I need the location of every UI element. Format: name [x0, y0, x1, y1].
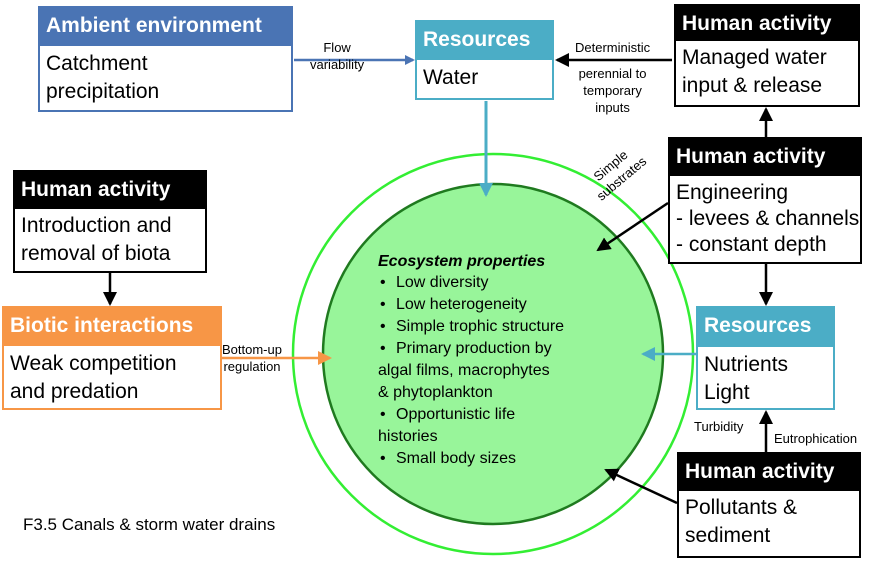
property-line: Low heterogeneity [396, 296, 527, 313]
biota-line: removal of biota [21, 242, 171, 265]
property-line: Primary production by [396, 340, 552, 357]
ecosystem-property-item: Primary production by algal films, macro… [378, 338, 648, 404]
ambient-environment-body: Catchment precipitation [40, 46, 291, 106]
human-activity-water-body: Managed water input & release [676, 41, 858, 100]
human-activity-engineering-header: Human activity [670, 139, 860, 176]
resources-nutrients-header: Resources [698, 308, 833, 347]
resources-water-header: Resources [417, 22, 552, 60]
resources-nutrients-box: Resources Nutrients Light [696, 306, 835, 410]
resources-water-line: Water [423, 66, 479, 89]
deterministic-label-line: perennial to [578, 66, 647, 81]
human-activity-biota-body: Introduction and removal of biota [15, 209, 205, 268]
engineering-line: - levees & channels [676, 207, 860, 230]
pollutants-line: Pollutants & [685, 496, 798, 519]
nutrients-line: Light [704, 381, 750, 404]
ecosystem-properties: Ecosystem properties Low diversity Low h… [378, 252, 648, 470]
arrow-simple-substrates [596, 201, 669, 252]
property-line: & phytoplankton [378, 384, 493, 401]
eutrophication-label: Eutrophication [774, 431, 858, 446]
flow-label-line: Flow [323, 40, 351, 55]
resources-water-box: Resources Water [415, 20, 554, 100]
biotic-line: Weak competition [10, 352, 177, 375]
ecosystem-property-item: Low heterogeneity [378, 294, 648, 316]
human-activity-water-box: Human activity Managed water input & rel… [674, 4, 860, 107]
deterministic-label-line: inputs [595, 100, 630, 115]
deterministic-label-line: Deterministic [575, 40, 651, 55]
arrow-pollutants-to-ecosystem [604, 468, 678, 505]
figure-caption: F3.5 Canals & storm water drains [23, 515, 276, 534]
nutrients-line: Nutrients [704, 353, 789, 376]
deterministic-label-line: temporary [583, 83, 642, 98]
biotic-interactions-header: Biotic interactions [4, 308, 220, 346]
property-line: Low diversity [396, 274, 489, 291]
human-activity-water-header: Human activity [676, 6, 858, 41]
human-water-line: Managed water [682, 46, 827, 69]
bottom-up-label-line: Bottom-up [222, 342, 282, 357]
human-activity-engineering-body: Engineering - levees & channels - consta… [670, 176, 860, 258]
biotic-interactions-body: Weak competition and predation [4, 346, 220, 406]
ecosystem-property-item: Opportunistic life histories [378, 404, 648, 448]
property-line: Opportunistic life [396, 406, 516, 423]
human-activity-engineering-box: Human activity Engineering - levees & ch… [668, 137, 862, 264]
bottom-up-label-line: regulation [223, 359, 281, 374]
biotic-interactions-box: Biotic interactions Weak competition and… [2, 306, 222, 410]
human-activity-pollutants-box: Human activity Pollutants & sediment [677, 452, 861, 558]
biotic-line: and predation [10, 380, 139, 403]
ambient-environment-box: Ambient environment Catchment precipitat… [38, 6, 293, 112]
deterministic-inputs-label: Deterministic perennial to temporary inp… [575, 39, 650, 116]
resources-nutrients-body: Nutrients Light [698, 347, 833, 407]
ecosystem-property-item: Simple trophic structure [378, 316, 648, 338]
property-line: Small body sizes [396, 450, 517, 467]
human-activity-pollutants-body: Pollutants & sediment [679, 491, 859, 550]
flow-variability-label: Flow variability [310, 39, 364, 73]
engineering-line: Engineering [676, 181, 789, 204]
flow-label-line: variability [310, 57, 365, 72]
property-line: algal films, macrophytes [378, 362, 550, 379]
ecosystem-property-item: Small body sizes [378, 448, 648, 470]
biota-line: Introduction and [21, 214, 172, 237]
human-activity-pollutants-header: Human activity [679, 454, 859, 491]
ambient-environment-header: Ambient environment [40, 8, 291, 46]
resources-water-body: Water [417, 60, 552, 92]
ecosystem-properties-title: Ecosystem properties [378, 253, 546, 270]
property-line: Simple trophic structure [396, 318, 565, 335]
ambient-line: precipitation [46, 80, 160, 103]
human-water-line: input & release [682, 74, 823, 97]
property-line: histories [378, 428, 438, 445]
ecosystem-property-item: Low diversity [378, 272, 648, 294]
engineering-line: - constant depth [676, 233, 827, 256]
human-activity-biota-box: Human activity Introduction and removal … [13, 170, 207, 273]
pollutants-line: sediment [685, 524, 771, 547]
ambient-line: Catchment [46, 52, 148, 75]
human-activity-biota-header: Human activity [15, 172, 205, 209]
bottom-up-regulation-label: Bottom-up regulation [222, 341, 282, 375]
ecosystem-properties-list: Low diversity Low heterogeneity Simple t… [378, 272, 648, 470]
turbidity-label: Turbidity [694, 419, 744, 434]
